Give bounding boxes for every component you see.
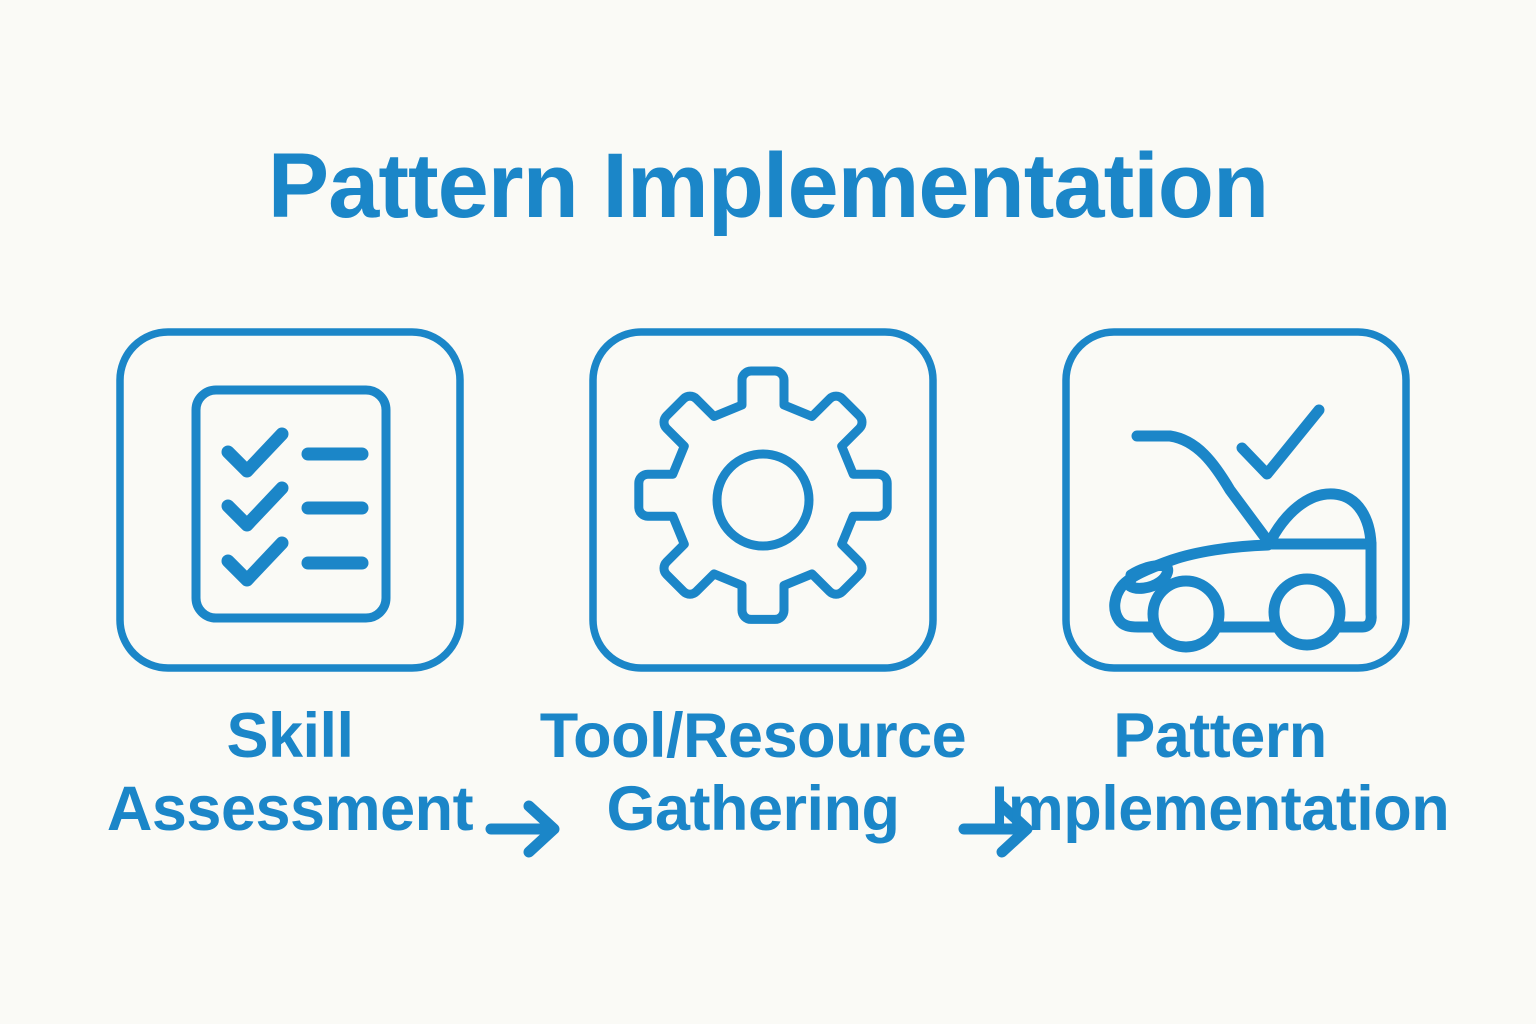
arrow-right-icon xyxy=(958,800,1033,858)
checklist-icon xyxy=(116,328,464,672)
connector-arrow-1 xyxy=(485,794,565,864)
step-1-caption-line-1: Skill xyxy=(226,701,354,771)
step-2-caption-line-1: Tool/Resource xyxy=(539,701,967,771)
gear-icon xyxy=(589,328,937,672)
step-3-caption-line-2: Implementation xyxy=(990,774,1450,844)
step-1-caption-line-2: Assessment xyxy=(106,774,474,844)
step-3-caption: Pattern Implementation xyxy=(990,700,1450,846)
step-2-card[interactable] xyxy=(589,328,937,672)
step-3-pattern-implementation[interactable] xyxy=(1062,328,1410,672)
step-1-caption: Skill Assessment xyxy=(60,700,520,846)
step-2-caption: Tool/Resource Gathering xyxy=(523,700,983,846)
step-2-tool-resource-gathering[interactable] xyxy=(589,328,937,672)
step-2-caption-line-2: Gathering xyxy=(606,774,900,844)
process-flow xyxy=(0,328,1536,858)
page-title: Pattern Implementation xyxy=(267,135,1269,237)
step-3-card[interactable] xyxy=(1062,328,1410,672)
step-3-caption-line-1: Pattern xyxy=(1113,701,1327,771)
car-hood-check-icon xyxy=(1062,328,1410,672)
connector-arrow-2 xyxy=(958,794,1038,864)
step-1-skill-assessment[interactable] xyxy=(116,328,464,672)
step-1-card[interactable] xyxy=(116,328,464,672)
arrow-right-icon xyxy=(485,800,560,858)
step-captions: Skill Assessment Tool/Resource Gathering… xyxy=(0,700,1536,890)
